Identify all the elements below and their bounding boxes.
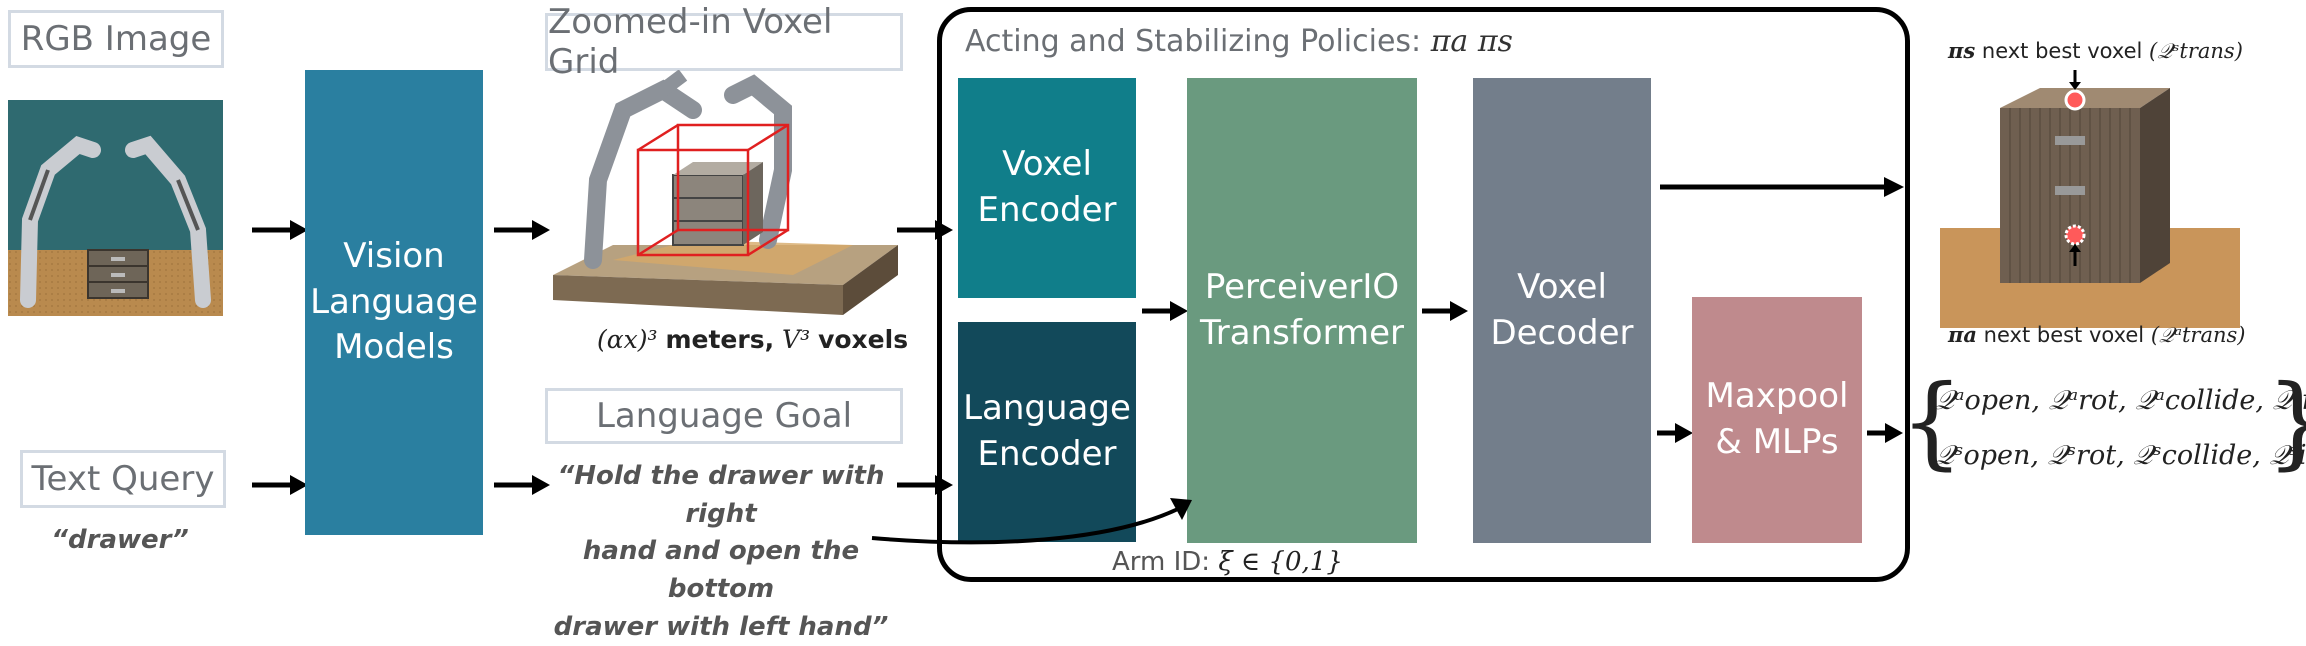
arrow-vlm-to-language-goal [494, 475, 550, 495]
vision-language-models-block: Vision Language Models [305, 70, 483, 535]
arrow-decoder-to-output-image [1660, 177, 1904, 197]
arm-id-label: Arm ID: ξ ∈ {0,1} [1112, 547, 1343, 577]
q-values-left-brace: { [1900, 363, 1964, 480]
voxel-encoder-block: Voxel Encoder [958, 78, 1136, 298]
arrow-maxpool-to-q-values [1867, 423, 1903, 443]
arm-id-arrow [871, 498, 1192, 545]
q-values-stabilizing-row: 𝒬ˢopen, 𝒬ˢrot, 𝒬ˢcollide, 𝒬ˢid [1935, 440, 2306, 471]
q-values-acting-row: 𝒬ᵃopen, 𝒬ᵃrot, 𝒬ᵃcollide, 𝒬ᵃid [1935, 385, 2306, 416]
voxel-decoder-block: Voxel Decoder [1473, 78, 1651, 543]
voxel-grid-label: Zoomed-in Voxel Grid [545, 2, 903, 82]
voxel-grid-image [553, 70, 898, 315]
maxpool-mlps-block: Maxpool & MLPs [1692, 297, 1862, 543]
arrow-encoders-to-perceiver [1142, 301, 1188, 321]
policies-title: Acting and Stabilizing Policies: πa πs [965, 24, 1513, 59]
language-goal-label: Language Goal [545, 388, 903, 444]
arrow-vlm-to-voxel-grid [494, 220, 550, 240]
text-query-label: Text Query [20, 450, 226, 508]
perceiver-transformer-block: PerceiverIO Transformer [1187, 78, 1417, 543]
text-query-value: “drawer” [51, 525, 189, 555]
rgb-image-label: RGB Image [8, 10, 224, 68]
act-caption: πa next best voxel (𝒬ᵃtrans) [1948, 322, 2246, 347]
arrow-text-to-vlm [252, 475, 308, 495]
q-values-right-brace: } [2266, 372, 2306, 472]
rgb-image [8, 100, 223, 316]
language-encoder-block: Language Encoder [958, 322, 1136, 542]
output-voxel-image [1940, 68, 2240, 328]
arrow-rgb-to-vlm [252, 220, 308, 240]
arrow-perceiver-to-decoder [1422, 301, 1468, 321]
language-goal-text: “Hold the drawer with right hand and ope… [553, 461, 889, 642]
policies-container [937, 7, 1910, 582]
voxel-grid-caption: (αx)³ meters, V³ voxels [597, 325, 909, 354]
stabilize-caption: πs next best voxel (𝒬ˢtrans) [1948, 38, 2243, 63]
arrow-decoder-to-maxpool [1657, 423, 1693, 443]
